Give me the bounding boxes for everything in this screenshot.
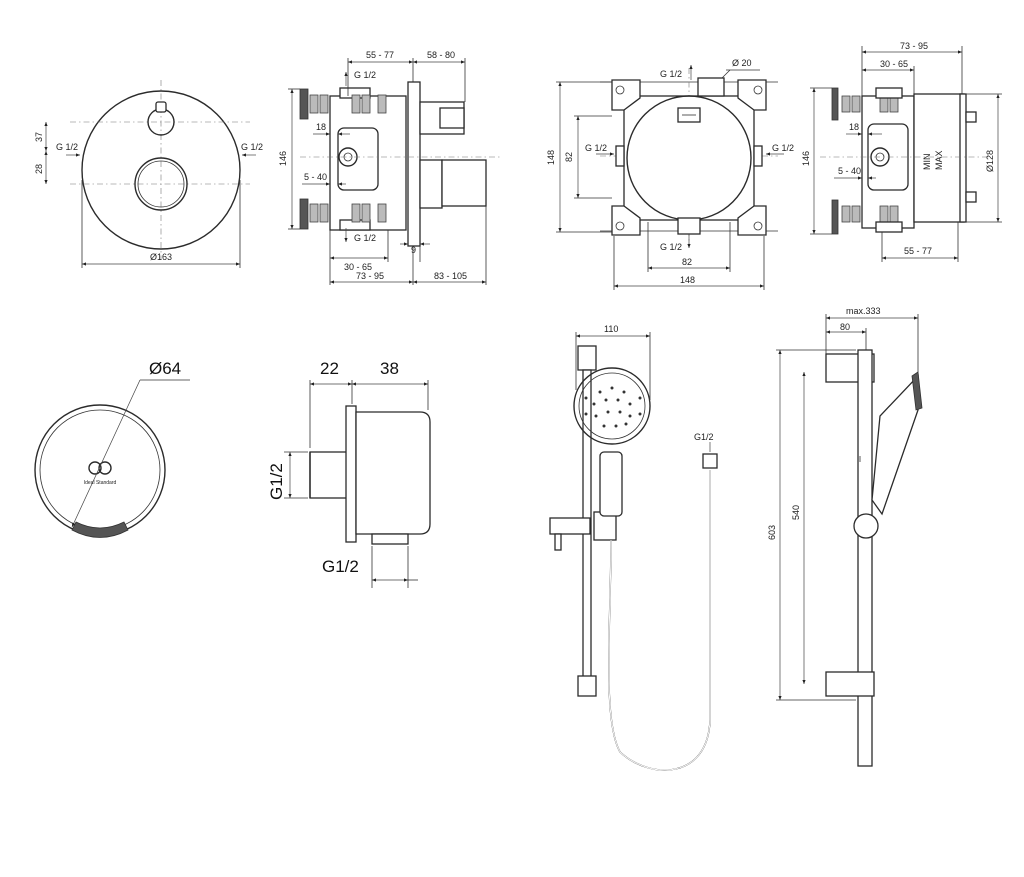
dim-5-40: 5 - 40	[304, 172, 327, 182]
hose-g12-label: G1/2	[694, 432, 714, 442]
dim-148-vertical: 148	[546, 150, 556, 165]
brand-logo-text: Ideal Standard	[84, 480, 117, 486]
wall-outlet-side-view: 22 38 G1/2 G1/2	[267, 359, 431, 588]
dim-73-95-side: 73 - 95	[900, 41, 928, 51]
g12-top-label: G 1/2	[354, 70, 376, 80]
dim-80: 80	[840, 322, 850, 332]
min-label: MIN	[922, 154, 932, 171]
top-fitting	[309, 87, 387, 114]
dim-30-65-side: 30 - 65	[880, 59, 908, 69]
dim-82-horizontal: 82	[682, 257, 692, 267]
dim-20: Ø 20	[732, 58, 752, 68]
dim-55-77: 55 - 77	[366, 50, 394, 60]
dim-148-horizontal: 148	[680, 275, 695, 285]
spray-nozzles	[584, 386, 642, 428]
dim-73-95: 73 - 95	[356, 271, 384, 281]
dim-83-105: 83 - 105	[434, 271, 467, 281]
dim-55-77-side: 55 - 77	[904, 246, 932, 256]
dim-9: 9	[411, 245, 416, 255]
shower-rail-front-view: G1/2 110	[549, 324, 718, 771]
dim-37: 37	[34, 132, 44, 142]
dim-58-80: 58 - 80	[427, 50, 455, 60]
dim-38: 38	[380, 359, 399, 378]
g12-top-label-box: G 1/2	[660, 69, 682, 79]
dim-5-40-side: 5 - 40	[838, 166, 861, 176]
dim-163: Ø163	[150, 252, 172, 262]
dim-128: Ø128	[985, 150, 995, 172]
faceplate-front-view: 37 28 G 1/2 G 1/2 Ø163	[34, 80, 263, 268]
dim-146: 146	[278, 151, 288, 166]
g12-bottom-label: G 1/2	[354, 233, 376, 243]
dim-146-side: 146	[801, 151, 811, 166]
dim-22: 22	[320, 359, 339, 378]
dim-110: 110	[604, 324, 618, 334]
dim-18: 18	[316, 122, 326, 132]
bottom-fitting	[309, 203, 387, 231]
wall-outlet-front-view: Ideal Standard Ø64	[34, 359, 190, 538]
dim-18-side: 18	[849, 122, 859, 132]
dim-g12-horizontal: G1/2	[322, 557, 359, 576]
dim-max-333: max.333	[846, 306, 881, 316]
dim-28: 28	[34, 164, 44, 174]
dim-30-65: 30 - 65	[344, 262, 372, 272]
max-label: MAX	[934, 150, 944, 170]
valve-side-view: G 1/2 G 1/2 55 - 77 58 - 80 146 18 5 - 4…	[278, 50, 500, 285]
dim-82-vertical: 82	[564, 152, 574, 162]
dim-g12-vertical: G1/2	[267, 463, 286, 500]
dim-603: 603	[767, 525, 777, 540]
g12-left-label-box: G 1/2	[585, 143, 607, 153]
mounting-box-side-view: MIN MAX 73 - 95 30 - 65 146 Ø128 18 5 - …	[801, 41, 1002, 262]
shower-rail-side-view: max.333 80 603 540	[767, 306, 923, 767]
corner-lugs	[611, 79, 767, 236]
g12-right-label-box: G 1/2	[772, 143, 794, 153]
mounting-box-front-view: G 1/2 Ø 20 G 1/2 G 1/2 G 1/2 148 82 82 1…	[546, 58, 794, 290]
g12-left-label: G 1/2	[56, 142, 78, 152]
dim-540: 540	[791, 505, 801, 520]
side-fittings	[841, 87, 903, 233]
g12-right-label: G 1/2	[241, 142, 263, 152]
dim-64: Ø64	[149, 359, 181, 378]
g12-bottom-label-box: G 1/2	[660, 242, 682, 252]
